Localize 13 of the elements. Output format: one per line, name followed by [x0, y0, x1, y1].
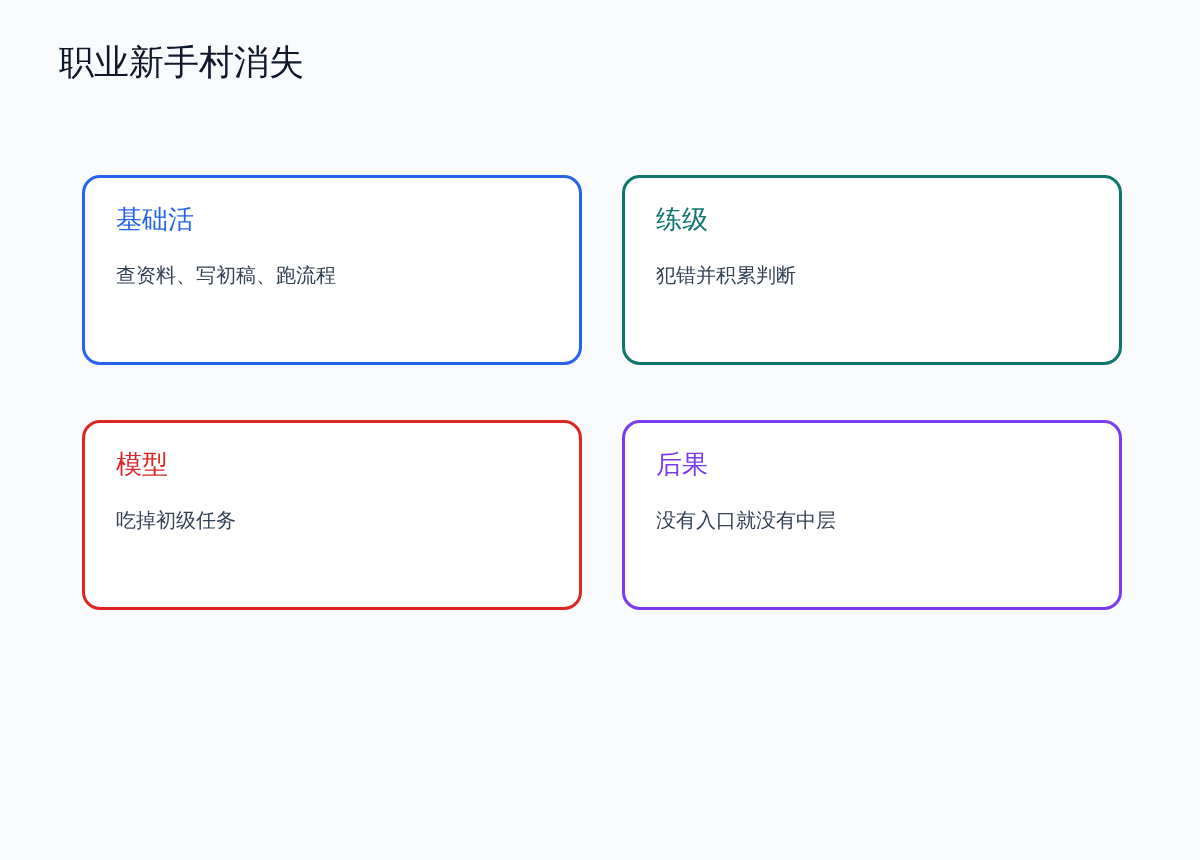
category-card [82, 420, 582, 610]
category-card [82, 175, 582, 365]
diagram-title: 职业新手村消失 [59, 41, 304, 83]
card-description: 犯错并积累判断 [656, 263, 796, 288]
category-card [622, 420, 1122, 610]
card-heading: 模型 [116, 448, 168, 481]
card-heading: 后果 [656, 448, 708, 481]
card-heading: 练级 [656, 203, 708, 236]
card-description: 查资料、写初稿、跑流程 [116, 263, 336, 288]
card-heading: 基础活 [116, 203, 194, 236]
category-card [622, 175, 1122, 365]
card-description: 没有入口就没有中层 [656, 508, 836, 533]
card-description: 吃掉初级任务 [116, 508, 236, 533]
